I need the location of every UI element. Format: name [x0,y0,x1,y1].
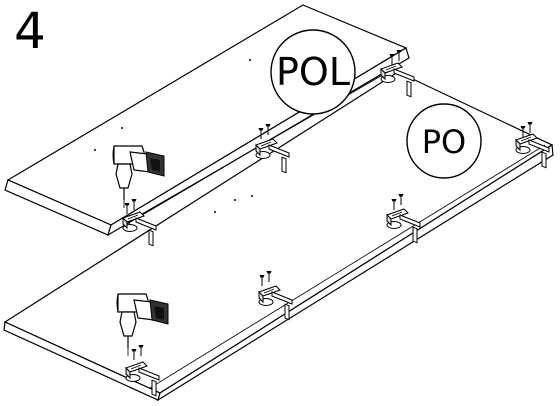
label-pol: POL [270,29,356,115]
label-po-text: PO [422,123,466,161]
label-pol-text: POL [276,50,350,94]
label-po: PO [406,103,482,179]
step-number: 4 [14,2,46,60]
